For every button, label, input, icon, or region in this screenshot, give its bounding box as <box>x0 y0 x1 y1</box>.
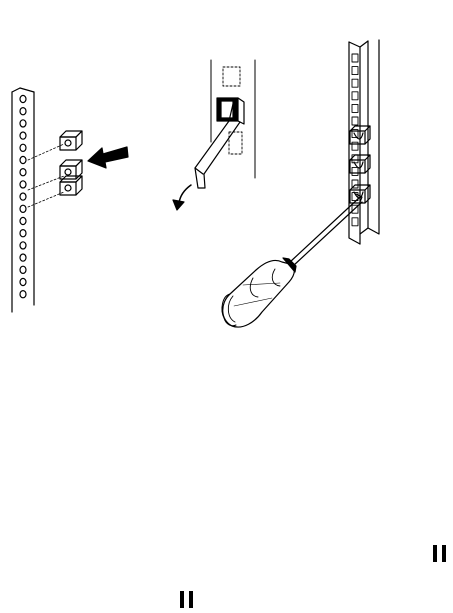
rail-hole <box>20 181 26 188</box>
rail-hole <box>20 193 26 200</box>
rail-square-hole <box>352 167 358 175</box>
rail-hole <box>20 132 26 139</box>
rail-square-hole <box>352 218 358 226</box>
cage-nut-in-rail <box>217 98 244 124</box>
panel-screwdriver <box>222 40 379 327</box>
rail-hole <box>20 254 26 261</box>
rail-square-hole <box>352 92 358 100</box>
rail-square-hole <box>352 104 358 112</box>
rail-square-hole <box>352 117 358 125</box>
rail-hole <box>20 95 26 102</box>
rack-rail-left <box>12 88 34 312</box>
rail-hole <box>20 230 26 237</box>
rail-square-hole <box>352 54 358 62</box>
rail-hole <box>20 217 26 224</box>
removal-arrow-icon <box>173 185 191 210</box>
rail-hole <box>20 120 26 127</box>
cage-nut-top <box>60 131 82 150</box>
rail-hole <box>20 266 26 273</box>
rail-hole <box>20 169 26 176</box>
rail-hole <box>20 242 26 249</box>
rail-square-hole <box>352 67 358 75</box>
panel-rack-rail-cage-nuts <box>12 88 128 312</box>
pause-mark-icon <box>180 591 193 608</box>
rail-hole <box>20 156 26 163</box>
screwdriver <box>222 194 362 327</box>
rail-hole <box>20 144 26 151</box>
rail-hole <box>20 108 26 115</box>
rail-hole <box>20 278 26 285</box>
rail-square-hole <box>352 79 358 87</box>
rack-rail-right <box>349 40 379 244</box>
rail-square-hole <box>352 155 358 163</box>
pause-mark-icon <box>433 545 446 562</box>
rail-holes <box>20 95 26 297</box>
rail-hole <box>20 291 26 298</box>
panel-removal-tool <box>173 60 255 210</box>
direction-arrow-icon <box>88 147 128 168</box>
rail-hole <box>20 205 26 212</box>
